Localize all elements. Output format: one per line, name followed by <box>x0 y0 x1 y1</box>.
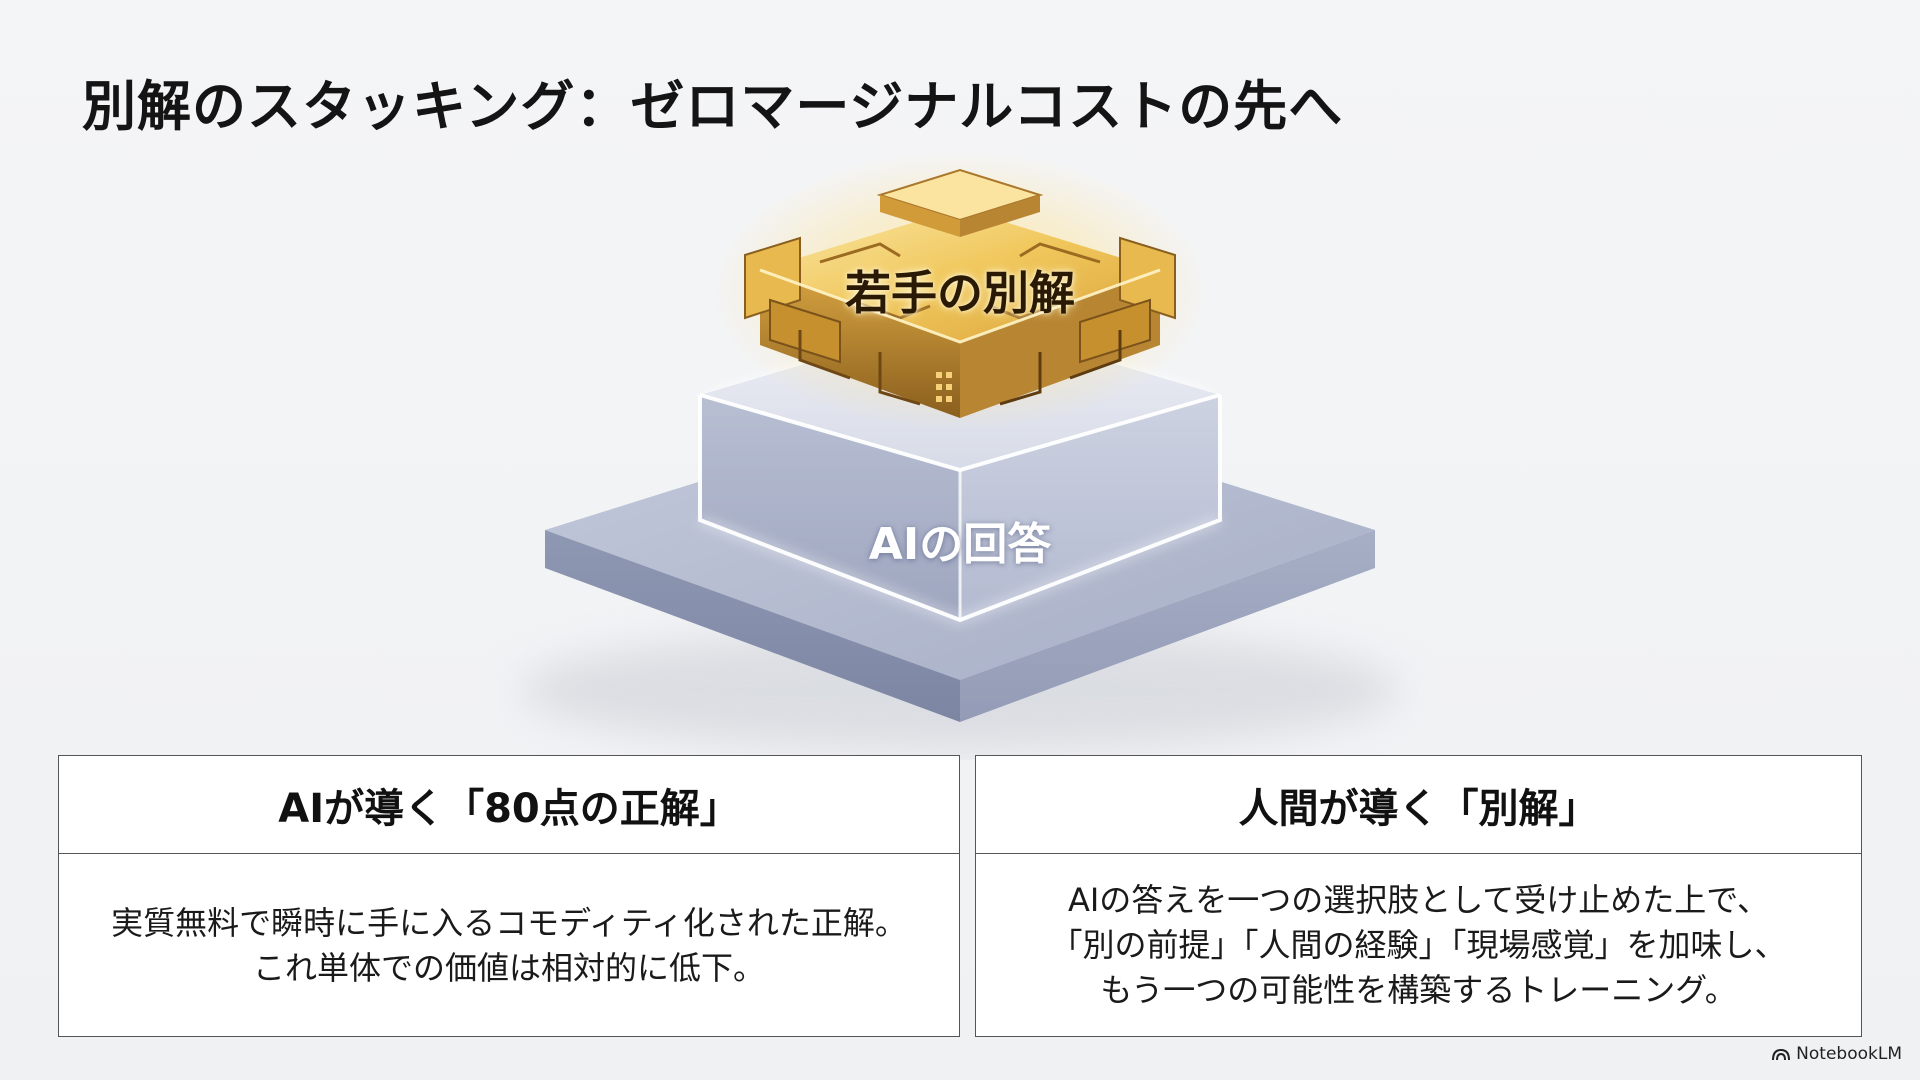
stack-illustration <box>0 0 1920 760</box>
human-alternative-line: もう一つの可能性を構築するトレーニング。 <box>1050 968 1786 1013</box>
ai-answer-line: 実質無料で瞬時に手に入るコモディティ化された正解。 <box>111 901 907 946</box>
notebooklm-brand: NotebookLM <box>1772 1044 1902 1064</box>
human-alternative-panel-body: AIの答えを一つの選択肢として受け止めた上で、 「別の前提」「人間の経験」「現場… <box>976 854 1861 1037</box>
ai-answer-panel-header: AIが導く「80点の正解」 <box>59 756 959 854</box>
ai-answer-line: これ単体での価値は相対的に低下。 <box>111 946 907 991</box>
ai-answer-panel-body: 実質無料で瞬時に手に入るコモディティ化された正解。 これ単体での価値は相対的に低… <box>59 854 959 1037</box>
stacking-diagram: 若手の別解 AIの回答 <box>0 0 1920 760</box>
notebooklm-logo-icon <box>1772 1047 1790 1061</box>
brand-label: NotebookLM <box>1796 1044 1902 1064</box>
top-layer-label: 若手の別解 <box>845 257 1075 323</box>
human-alternative-panel: 人間が導く「別解」 AIの答えを一つの選択肢として受け止めた上で、 「別の前提」… <box>975 755 1862 1037</box>
ai-answer-panel: AIが導く「80点の正解」 実質無料で瞬時に手に入るコモディティ化された正解。 … <box>58 755 960 1037</box>
human-alternative-line: 「別の前提」「人間の経験」「現場感覚」を加味し、 <box>1050 923 1786 968</box>
human-alternative-line: AIの答えを一つの選択肢として受け止めた上で、 <box>1050 878 1786 923</box>
base-layer-label: AIの回答 <box>869 508 1051 572</box>
human-alternative-panel-header: 人間が導く「別解」 <box>976 756 1861 854</box>
